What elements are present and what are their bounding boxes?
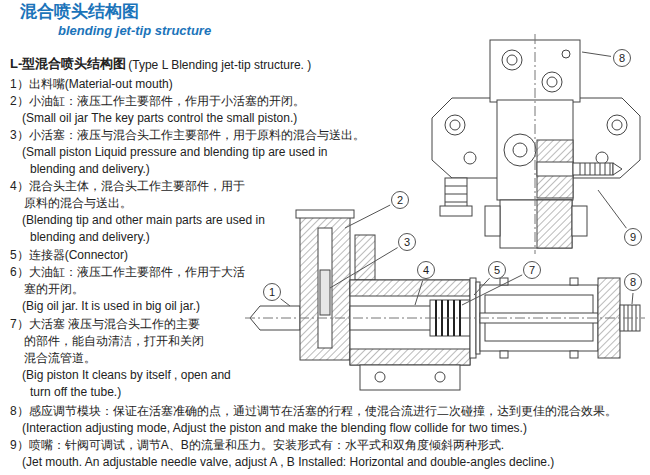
callout-circle: 7 — [523, 261, 541, 279]
flange-lug — [572, 206, 587, 236]
part-description: 7）大活塞 液压与混合头工作的主要的部件，能自动清洁，打开和关闭混合流管道。 — [10, 316, 204, 367]
part-description: (Jet mouth. An adjustable needle valve, … — [22, 454, 554, 471]
part-description: 4）混合头主体，混合头工作主要部件，用于原料的混合与送出。 — [10, 178, 256, 212]
section-heading: L-型混合喷头结构图 — [10, 55, 126, 72]
flange-lug — [485, 206, 500, 236]
subtitle: blending jet-tip structure — [58, 22, 211, 39]
small-jar-cap — [296, 210, 354, 218]
side-bolt — [445, 178, 467, 208]
part-description: 1）出料嘴(Material-out mouth) — [10, 76, 173, 93]
bolt-hole — [596, 152, 608, 164]
leader-line — [415, 281, 423, 306]
feed-tube — [355, 235, 375, 280]
callout-circle: 9 — [624, 228, 642, 246]
tie-bolt — [570, 278, 578, 285]
thread-lines — [445, 186, 467, 202]
section-heading: (Type L Blending jet-tip structure. ) — [128, 57, 311, 74]
nozzle-face — [513, 143, 527, 157]
part-description: 8）感应调节模块：保证在活塞准确的点，通过调节在活塞的行程，使混合流进行二次碰撞… — [10, 403, 617, 420]
part-description: 2）小油缸：液压工作主要部件，作用于小活塞的开闭。 — [10, 93, 305, 110]
bolt-hole — [450, 120, 460, 130]
front-view — [432, 34, 640, 254]
leader-line — [330, 248, 398, 288]
callout-number: 1 — [269, 286, 275, 298]
bolt-hole — [562, 50, 570, 58]
callout-number: 3 — [404, 236, 410, 248]
bolt-hole — [607, 115, 627, 135]
hex-nut — [440, 206, 472, 216]
callout-circle: 1 — [263, 283, 281, 301]
callout-number: 2 — [397, 194, 403, 206]
bolt-hole — [547, 77, 557, 87]
mounting-base — [360, 365, 460, 390]
callout-number: 7 — [529, 264, 535, 276]
needle-bore — [537, 162, 573, 176]
leader-lines — [281, 52, 633, 306]
leader-line — [345, 205, 390, 228]
leader-line — [582, 52, 611, 56]
bolt-hole — [507, 55, 517, 65]
tie-bolt — [500, 351, 508, 358]
material-out-mouth — [250, 306, 300, 330]
needle-tip — [613, 163, 622, 175]
thread-lines — [580, 163, 610, 175]
leader-line — [598, 190, 626, 228]
callout-circle: 5 — [488, 261, 506, 279]
part-description: (Interaction adjusting mode, Adjust the … — [22, 420, 527, 437]
leader-line — [281, 299, 290, 306]
part-description: (Small piston Liquid pressure and blendi… — [22, 144, 375, 178]
callout-circle: 4 — [417, 261, 435, 279]
small-jar-bore — [318, 228, 332, 348]
callout-number: 9 — [630, 231, 636, 243]
section-hatch — [537, 140, 573, 198]
center-line — [535, 34, 536, 254]
part-description: (Blending tip and other main parts are u… — [22, 212, 292, 246]
part-description: 3）小活塞：液压与混合头工作主要部件，用于原料的混合与送出。 — [10, 127, 365, 144]
callout-circle: 8 — [624, 273, 642, 291]
leader-line — [462, 275, 522, 305]
section-hatch — [350, 280, 470, 296]
bolt-hole — [375, 372, 385, 382]
nozzle-face — [504, 134, 536, 166]
blending-tip-body — [350, 280, 470, 365]
section-view — [245, 210, 645, 390]
callout-number: 8 — [630, 276, 636, 288]
part-description: 5）连接器(Connector) — [10, 247, 128, 264]
section-hatch — [537, 200, 572, 248]
callout-circle: 2 — [391, 191, 409, 209]
part-description: (Small oil jar The key parts control the… — [22, 110, 297, 127]
needle-valve — [573, 163, 613, 175]
callout-circle: 8 — [613, 49, 631, 67]
bolt-hole — [464, 152, 476, 164]
tie-bolt — [570, 351, 578, 358]
part-description: 6）大油缸：液压工作主要部件，作用于大活塞的开闭。 — [10, 264, 256, 298]
bolt-hole — [445, 115, 465, 135]
section-hatch — [350, 349, 470, 365]
small-piston — [320, 270, 330, 315]
lower-flange — [500, 200, 572, 248]
part-description: (Big piston It cleans by itself , open a… — [22, 367, 240, 401]
part-description: (Big oil jar. It is used in big oil jar.… — [22, 298, 200, 315]
callout-number: 5 — [494, 264, 500, 276]
callout-number: 4 — [423, 264, 429, 276]
small-oil-jar — [300, 215, 350, 360]
callout-circle: 3 — [398, 233, 416, 251]
bolt-hole — [502, 50, 522, 70]
bolt-hole — [435, 372, 445, 382]
bolt-hole — [612, 120, 622, 130]
center-line — [245, 318, 645, 319]
leader-line — [632, 293, 633, 304]
diagram-title: 混合喷头结构图 — [20, 2, 139, 22]
part-description: 9）喷嘴：针阀可调试，调节A、B的流量和压力。安装形式有：水平式和双角度倾斜两种… — [10, 437, 504, 454]
bolt-hole — [542, 72, 562, 92]
callout-number: 8 — [619, 52, 625, 64]
